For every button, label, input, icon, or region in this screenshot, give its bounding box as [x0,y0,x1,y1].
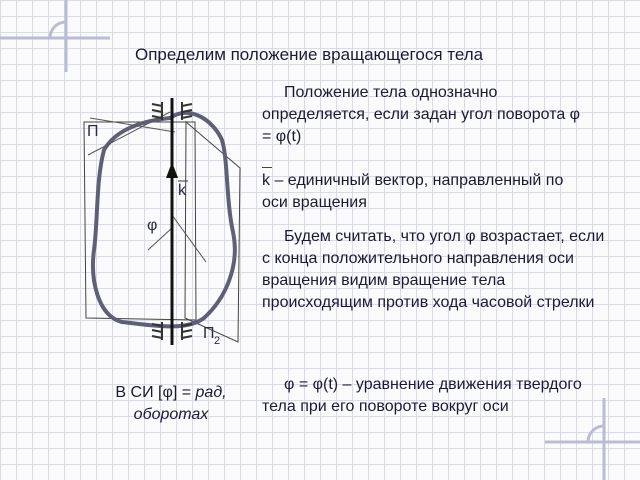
axis-arrowhead [166,162,178,178]
unit-vector-paragraph: k – единичный вектор, направленный по ос… [262,167,592,214]
si-units-note: В СИ [φ] = рад, оборотах [96,382,246,426]
motion-equation-text: φ = φ(t) – уравнение движения твердого т… [262,376,582,415]
angle-phi-label: φ [147,217,157,234]
plane-edge-line [89,117,176,133]
angle-ray [147,227,173,251]
slide-title: Определим положение вращающегося тела [135,45,484,64]
plane-p2-label: П [203,325,215,342]
plane-p2-subscript: 2 [214,335,220,347]
top-bearing [151,102,193,120]
si-units-prefix: В СИ [φ] = [115,384,196,401]
unit-vector-symbol: k [262,167,272,192]
axis-vector-label: k [178,182,187,199]
plane-edge-line [87,111,171,156]
unit-vector-text: – единичный вектор, направленный по оси … [262,172,564,211]
plane-p1 [83,121,197,321]
angle-ray [171,214,207,263]
si-units-values: рад, оборотах [133,384,227,423]
position-text: Положение тела однозначно определяется, … [262,84,581,145]
position-paragraph: Положение тела однозначно определяется, … [262,82,582,148]
angle-direction-paragraph: Будем считать, что угол φ возрастает, ес… [262,226,607,314]
plane-p1-label: П [87,123,99,140]
plane-p2 [184,120,241,343]
motion-equation-paragraph: φ = φ(t) – уравнение движения твердого т… [262,374,592,418]
bottom-bearing [151,322,193,340]
angle-direction-text: Будем считать, что угол φ возрастает, ес… [262,228,605,311]
